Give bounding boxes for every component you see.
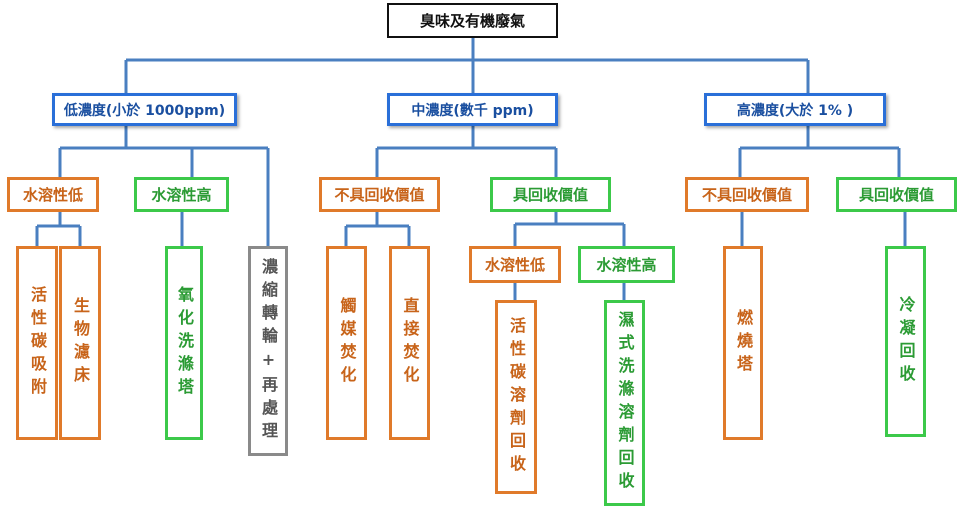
high-recovery-node: 具回收價值	[836, 177, 957, 212]
low-low-solubility-node: 水溶性低	[7, 177, 99, 212]
mid-concentration-node: 中濃度(數千 ppm)	[387, 93, 558, 126]
wet-scrubber-solvent-recovery-node: 濕式洗滌溶劑回收	[604, 300, 645, 506]
high-concentration-node: 高濃度(大於 1% )	[704, 93, 886, 126]
biofilter-node: 生物濾床	[59, 246, 101, 440]
mid-recovery-node: 具回收價值	[490, 177, 611, 212]
oxidation-scrubber-node: 氧化洗滌塔	[165, 246, 203, 440]
low-high-solubility-node: 水溶性高	[134, 177, 229, 212]
mid-no-recovery-node: 不具回收價值	[319, 177, 440, 212]
catalytic-incineration-node: 觸媒焚化	[326, 246, 367, 440]
mid-high-solubility-node: 水溶性高	[578, 246, 675, 283]
high-no-recovery-node: 不具回收價值	[685, 177, 809, 212]
mid-low-solubility-node: 水溶性低	[469, 246, 561, 283]
root-node: 臭味及有機廢氣	[387, 3, 558, 38]
direct-incineration-node: 直接焚化	[389, 246, 430, 440]
condensation-recovery-node: 冷凝回收	[885, 246, 926, 437]
activated-carbon-adsorption-node: 活性碳吸附	[16, 246, 58, 440]
low-concentration-node: 低濃度(小於 1000ppm)	[52, 93, 237, 126]
flare-tower-node: 燃燒塔	[723, 246, 763, 440]
rotor-concentrator-node: 濃縮轉輪+再處理	[248, 246, 288, 456]
carbon-solvent-recovery-node: 活性碳溶劑回收	[495, 300, 537, 494]
